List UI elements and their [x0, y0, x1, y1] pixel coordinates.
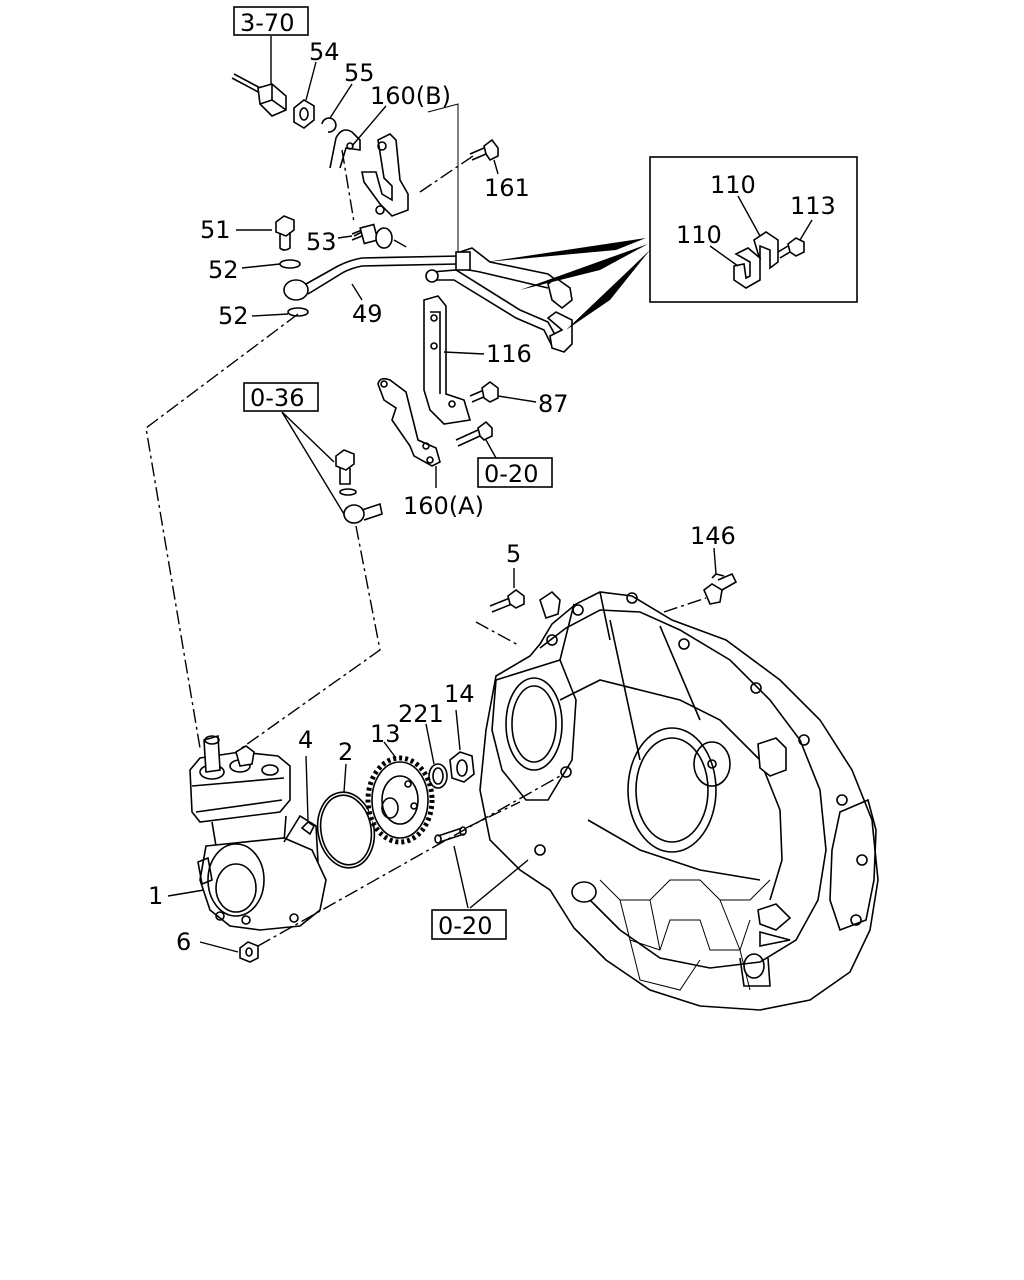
ref-label-0-20-upper: 0-20: [484, 460, 538, 488]
ref-box-0-20-lower[interactable]: 0-20: [431, 909, 507, 940]
pipe-49-part: [283, 255, 468, 301]
ref-label-0-20-lower: 0-20: [438, 912, 492, 940]
ref-box-0-36[interactable]: 0-36: [243, 382, 319, 412]
label-54: 54: [309, 38, 340, 66]
bolt-5-part: [489, 589, 525, 613]
nut-54-part: [293, 99, 315, 129]
ref-label-3-70: 3-70: [240, 9, 294, 37]
fitting-0-36-part: [335, 449, 383, 524]
pipe-assembly-part: [425, 247, 573, 353]
leader-54: [305, 61, 317, 101]
label-53: 53: [306, 228, 337, 256]
leader-110-lower: [709, 245, 739, 267]
leader-1: [167, 889, 205, 897]
leader-0-36: [281, 411, 345, 515]
bolt-51-part: [275, 215, 295, 251]
bracket-116-part: [423, 295, 472, 425]
label-52-lower: 52: [218, 302, 249, 330]
leader-116: [443, 351, 485, 355]
label-2: 2: [338, 738, 353, 766]
label-161: 161: [484, 174, 530, 202]
gear-13-part: [365, 755, 435, 845]
key-4-part: [300, 820, 316, 836]
leader-87: [497, 395, 537, 403]
dash-161: [419, 153, 477, 193]
washer-52-upper-part: [279, 259, 301, 269]
leader-4: [305, 755, 309, 821]
washer-52-lower-part: [287, 307, 309, 317]
leader-221: [425, 723, 435, 765]
label-52-upper: 52: [208, 256, 239, 284]
bracket-160a-part: [377, 377, 441, 467]
leader-146: [713, 547, 717, 575]
leader-55: [329, 83, 353, 119]
label-160b: 160(B): [370, 82, 451, 110]
leader-160b: [351, 105, 387, 147]
flywheel-housing-part: [479, 590, 879, 1011]
label-55: 55: [344, 59, 375, 87]
label-110-upper: 110: [710, 171, 756, 199]
inset-pointer: [486, 238, 650, 330]
dash-line-left: [145, 313, 299, 749]
fitting-146-part: [703, 572, 738, 605]
leader-113: [799, 219, 813, 241]
leader-6: [199, 941, 239, 953]
label-110-lower: 110: [676, 221, 722, 249]
label-160a: 160(A): [403, 492, 484, 520]
ref-box-3-70[interactable]: 3-70: [233, 6, 309, 37]
label-5: 5: [506, 540, 521, 568]
label-51: 51: [200, 216, 231, 244]
leader-14: [455, 709, 461, 751]
frame-line-160b: [427, 103, 459, 258]
leader-0-20-upper: [485, 439, 497, 459]
leader-110-upper: [737, 195, 761, 237]
leader-53: [337, 235, 353, 239]
label-4: 4: [298, 726, 313, 754]
inset-box-clamp: [649, 156, 858, 303]
bracket-160b-part: [329, 129, 409, 217]
leader-2: [343, 763, 347, 793]
label-49: 49: [352, 300, 383, 328]
air-compressor-part: [189, 734, 327, 931]
label-116: 116: [486, 340, 532, 368]
leader-13: [383, 741, 397, 759]
pipe-union-part: [231, 73, 287, 117]
label-1: 1: [148, 882, 163, 910]
nut-14-part: [449, 751, 475, 783]
stud-0-20-part: [434, 801, 521, 844]
label-146: 146: [690, 522, 736, 550]
leader-0-20-lower: [453, 845, 529, 909]
label-221: 221: [398, 700, 444, 728]
label-13: 13: [370, 720, 401, 748]
dash-146: [663, 597, 707, 613]
washer-221-part: [428, 763, 448, 789]
ref-label-0-36: 0-36: [250, 384, 304, 412]
label-14: 14: [444, 680, 475, 708]
dash-line-right: [235, 525, 381, 753]
bolt-87-part: [469, 381, 499, 403]
leader-161: [493, 159, 499, 175]
label-6: 6: [176, 928, 191, 956]
leader-52-upper: [241, 263, 281, 269]
leader-49: [351, 283, 363, 301]
dash-5: [475, 621, 521, 647]
dash-160b-53: [341, 149, 355, 223]
nut-6-part: [239, 941, 259, 963]
clip-55-part: [321, 117, 337, 133]
label-113: 113: [790, 192, 836, 220]
fitting-53-part: [351, 223, 409, 249]
dash-centerline: [257, 775, 561, 947]
bolt-161-part: [469, 138, 499, 162]
label-87: 87: [538, 390, 569, 418]
ref-box-0-20-upper[interactable]: 0-20: [477, 457, 553, 488]
leader-52-lower: [251, 313, 289, 317]
bolt-0-20-upper-part: [455, 420, 493, 447]
